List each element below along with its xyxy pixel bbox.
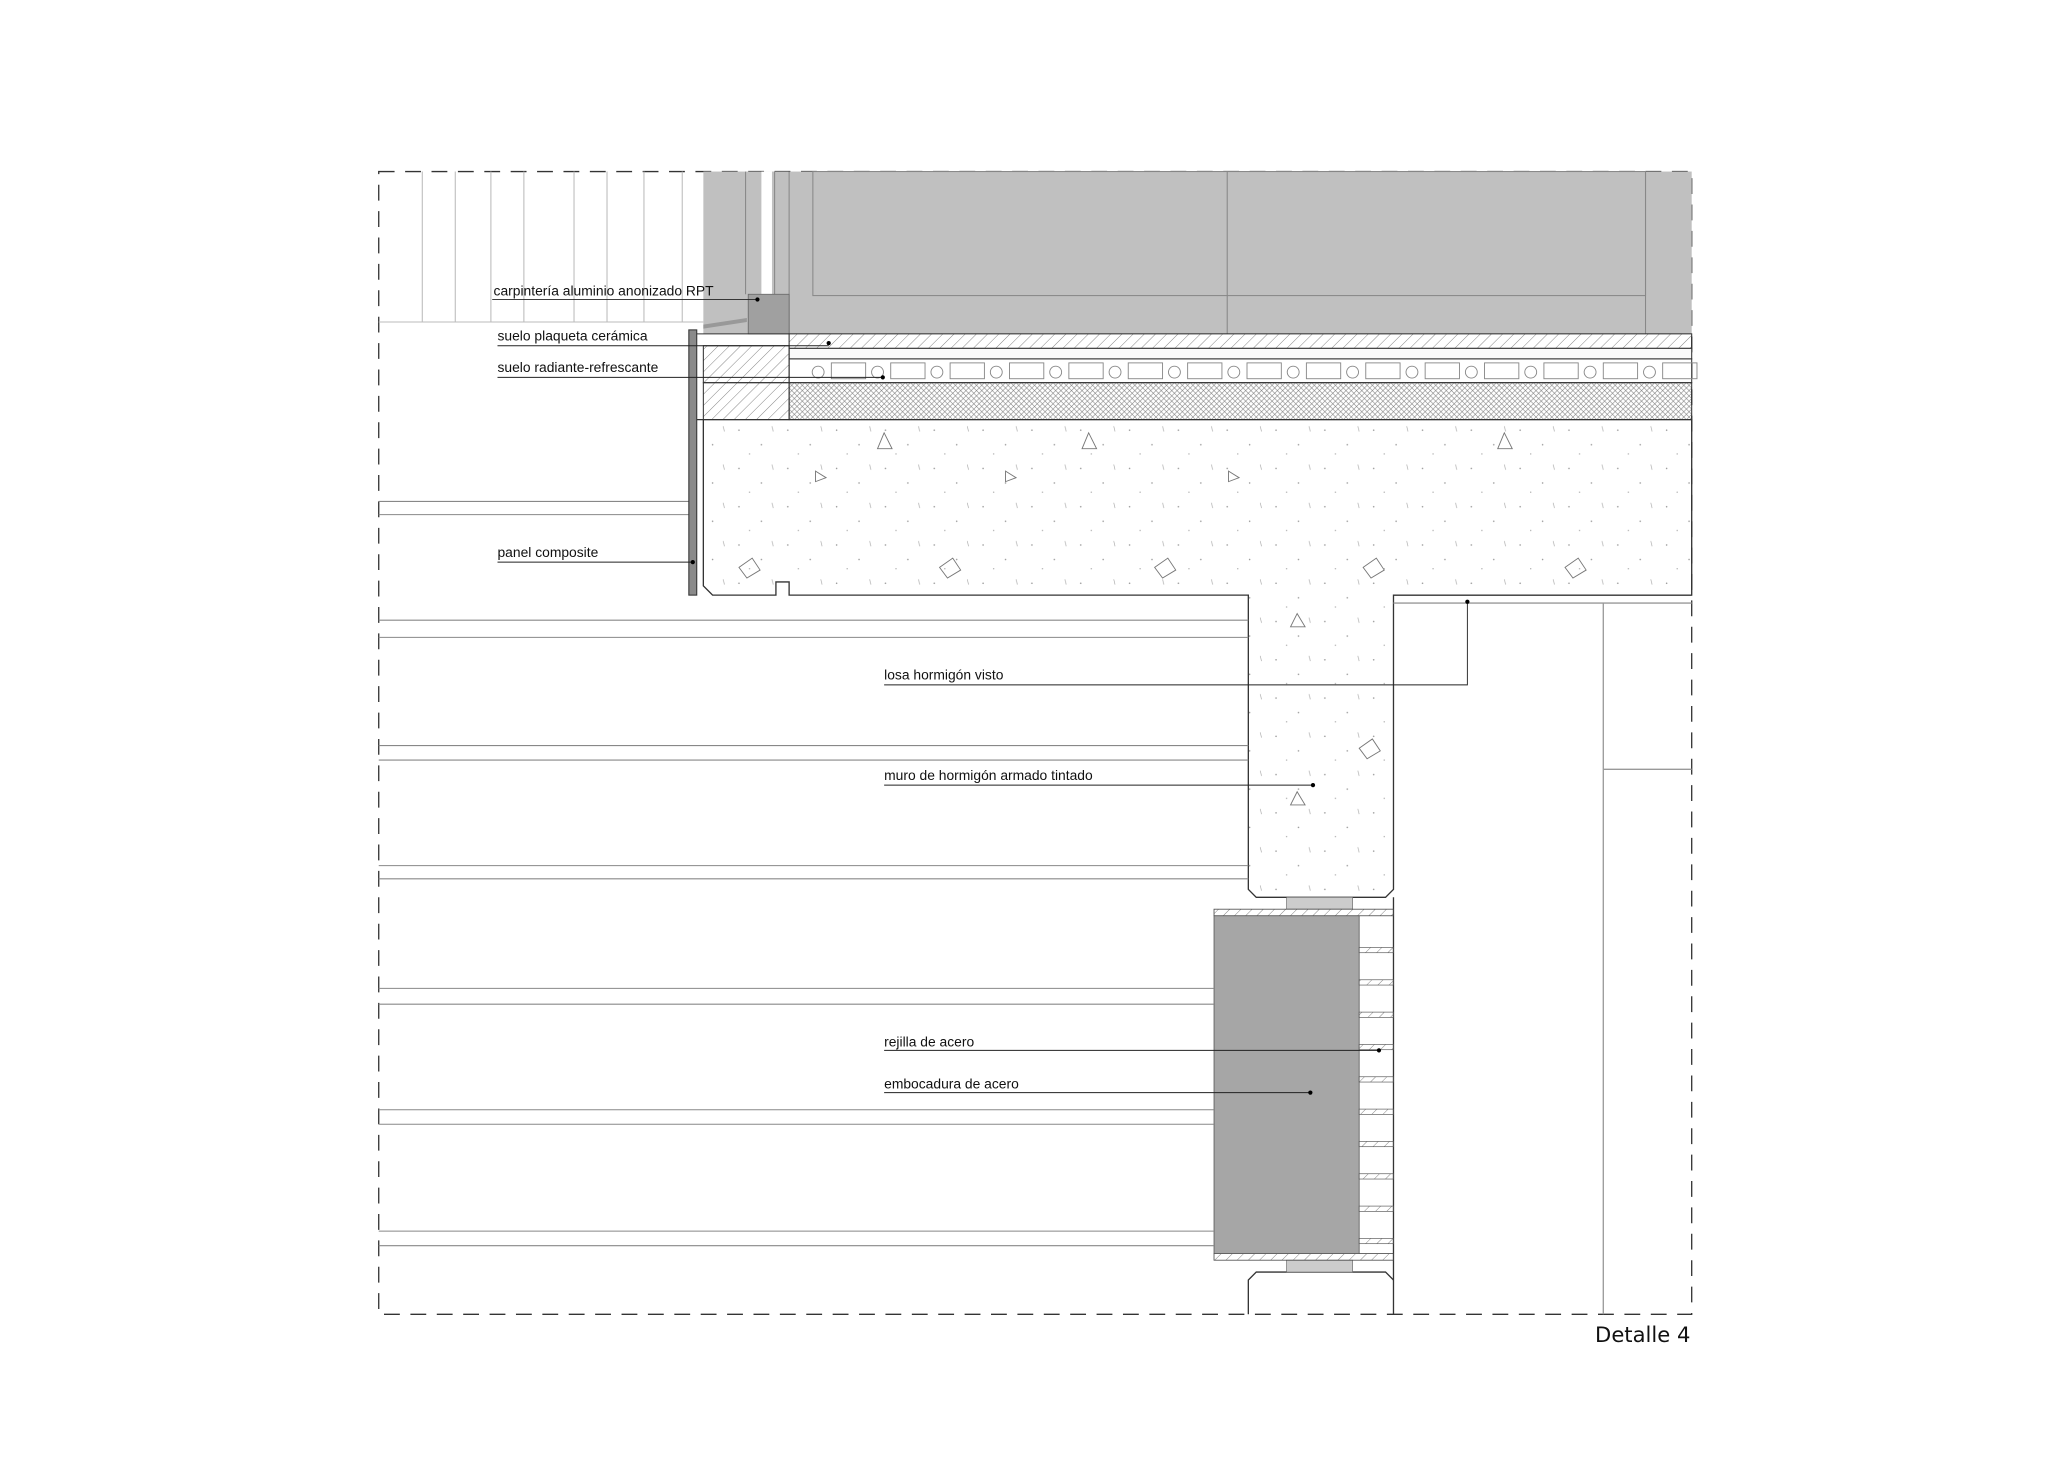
pipe-clip [1662,362,1698,380]
grille-slat [1358,1205,1394,1212]
detail-frame [378,170,1693,1315]
pipe [1524,365,1538,379]
concrete-slab-and-wall [696,418,1693,898]
exterior-railing [378,171,704,323]
grille-slat [1358,1141,1394,1148]
pipe [871,365,884,379]
pipe [1464,365,1478,379]
pipe [1286,365,1300,379]
composite-panel [688,329,698,596]
label-rejilla: rejilla de acero [884,1033,974,1049]
pipe [1168,365,1181,379]
pipe [1227,365,1241,379]
grille-slat [1358,1108,1394,1115]
pipe [1108,365,1122,379]
grille-slat [1358,1173,1394,1180]
exterior-lines [378,500,1249,1247]
pipe [1049,365,1063,379]
aluminium-window [703,171,1692,335]
radiant-pipes [811,362,1698,380]
steel-frame-block [1213,915,1360,1254]
grille-slat [1358,947,1394,954]
pipe-clip [830,362,867,380]
pipe [1346,365,1359,379]
pipe [1583,365,1597,379]
grille-slat [1358,979,1394,986]
pipe [930,365,944,379]
pipe-clip [1068,362,1104,380]
pipe [1405,365,1419,379]
grille-slat [1358,1238,1394,1245]
pipe-clip [1543,362,1579,380]
pipe [1643,365,1656,379]
pipe-clip [1009,362,1045,380]
pipe-clip [949,362,985,380]
label-panel-composite: panel composite [497,544,598,560]
grille-slat [1358,1044,1394,1051]
grille-slat [1358,1011,1394,1018]
detail-title: Detalle 4 [1595,1322,1690,1347]
pipe-clip [1365,362,1401,380]
interior-wall [1247,594,1692,1315]
pipe-clip [1305,362,1342,380]
label-embocadura: embocadura de acero [884,1076,1019,1092]
pipe-clip [1127,362,1164,380]
label-suelo-radiante: suelo radiante-refrescante [497,359,658,375]
floor-layers [696,333,1693,421]
pipe-clip [1424,362,1460,380]
leader-lines [492,299,1468,1094]
leader-dots [690,297,1470,1095]
label-muro: muro de hormigón armado tintado [884,767,1093,783]
label-losa: losa hormigón visto [884,667,1004,683]
steel-grille [1213,896,1394,1273]
aggregate-marks [738,431,1587,806]
pipe-clip [1602,362,1639,380]
pipe-clip [1246,362,1282,380]
grille-slat [1358,1076,1394,1083]
pipe-clip [1484,362,1520,380]
pipe-clip [890,362,926,380]
pipe [989,365,1003,379]
pipe [811,365,825,379]
label-suelo-plaqueta: suelo plaqueta cerámica [497,327,647,343]
label-carpinteria: carpintería aluminio anonizado RPT [494,283,715,299]
pipe-clip [1187,362,1223,380]
